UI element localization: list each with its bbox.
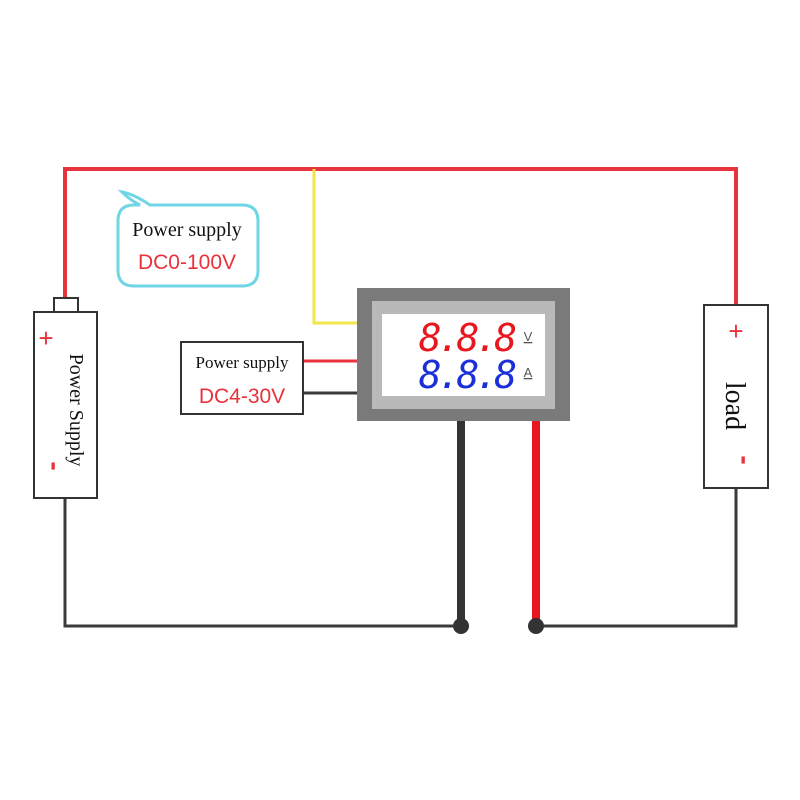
- current-unit-label: A: [524, 365, 533, 380]
- power-supply-bubble: Power supply DC0-100V: [116, 189, 260, 288]
- red-wire-top: [63, 167, 738, 305]
- bubble-voltage: DC0-100V: [138, 251, 236, 274]
- load-body: [703, 304, 769, 489]
- bubble-outline: [116, 189, 260, 288]
- module-supply-frame: [180, 341, 304, 415]
- load-minus-sign: -: [730, 455, 761, 464]
- voltage-readout: 8.8.8: [419, 316, 516, 360]
- junction-dot-black: [453, 618, 469, 634]
- junction-dot-red: [528, 618, 544, 634]
- battery: + - Power Supply: [33, 297, 98, 499]
- module-supply-box: Power supply DC4-30V: [180, 341, 304, 415]
- yellow-wire: [312, 169, 358, 325]
- black-wire-bottom: [63, 498, 461, 628]
- battery-label: Power Supply: [65, 354, 87, 467]
- load-plus-sign: +: [728, 316, 743, 346]
- bubble-title: Power supply: [132, 219, 241, 241]
- current-readout: 8.8.8: [419, 353, 516, 397]
- module-supply-title: Power supply: [195, 353, 289, 372]
- meter-screen: [382, 314, 545, 396]
- voltage-unit-label: V: [524, 329, 533, 344]
- battery-body: [33, 311, 98, 499]
- battery-plus-sign: +: [38, 323, 53, 353]
- module-supply-voltage: DC4-30V: [199, 385, 285, 408]
- wires: [63, 167, 738, 634]
- battery-minus-sign: -: [40, 461, 71, 470]
- load: + load -: [703, 304, 769, 489]
- battery-cap: [53, 297, 79, 313]
- volt-amp-meter: 8.8.8 V 8.8.8 A: [357, 288, 570, 421]
- load-return-wire: [536, 488, 738, 628]
- load-label: load: [719, 382, 750, 430]
